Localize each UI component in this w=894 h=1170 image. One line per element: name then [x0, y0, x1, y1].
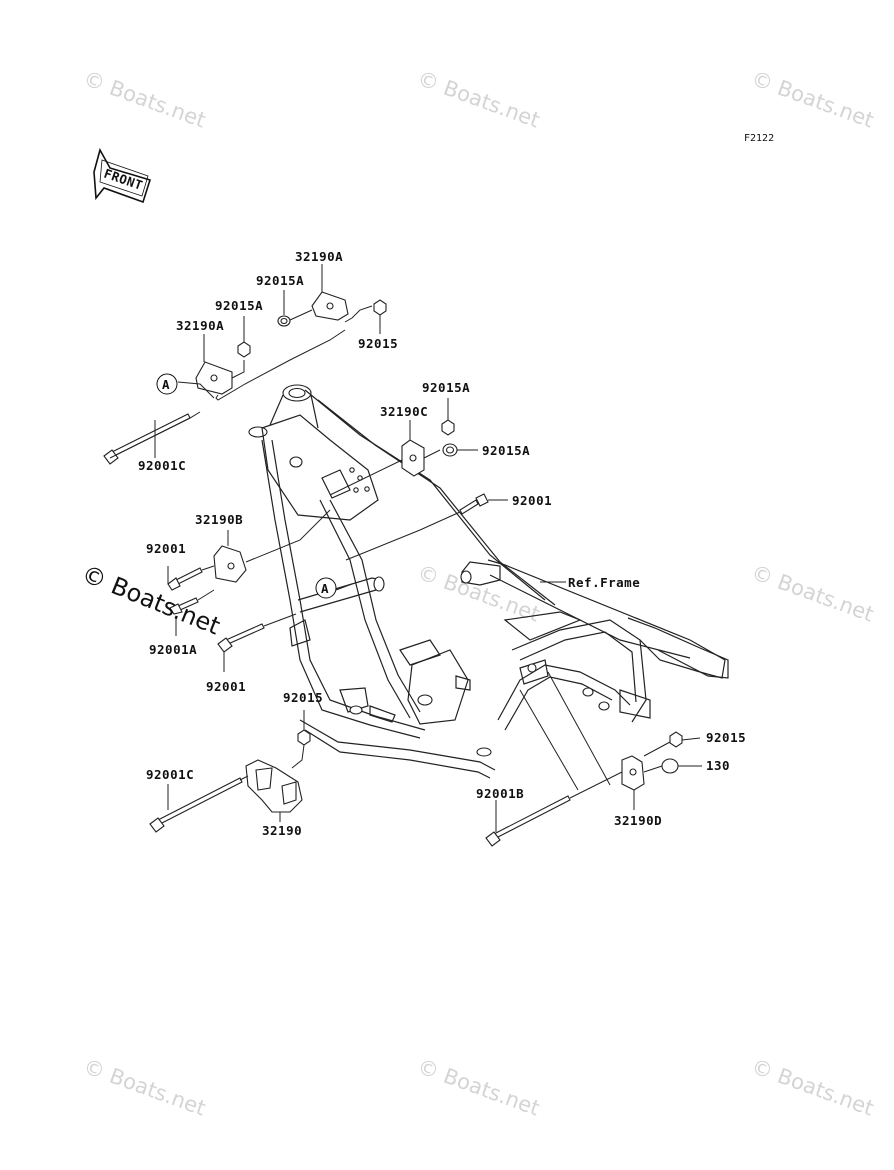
label-92001-left: 92001 — [146, 541, 186, 556]
watermark-mid-center: © Boats.net — [414, 560, 543, 626]
nut-92015-bottom — [297, 729, 311, 746]
label-32190a-top: 32190A — [295, 249, 343, 264]
watermark-top-right: © Boats.net — [748, 66, 877, 132]
front-arrow-icon: FRONT — [93, 147, 152, 204]
bracket-32190d — [621, 755, 645, 791]
bolt-92001-bottom — [217, 623, 265, 653]
label-32190c: 32190C — [380, 404, 428, 419]
label-92015-top: 92015 — [358, 336, 398, 351]
watermark-top-left: © Boats.net — [80, 66, 209, 132]
label-92015a-mid: 92015A — [215, 298, 263, 313]
watermark-bottom-center: © Boats.net — [414, 1054, 543, 1120]
label-92001-bottom: 92001 — [206, 679, 246, 694]
watermark-mid-right: © Boats.net — [748, 560, 877, 626]
cap-130 — [661, 758, 679, 774]
nut-92015-bottom-right — [669, 731, 683, 748]
bolt-92001a — [169, 597, 199, 615]
label-32190d: 32190D — [614, 813, 662, 828]
label-130: 130 — [706, 758, 730, 773]
nut-92015a-top — [277, 315, 291, 327]
label-92015a-top: 92015A — [256, 273, 304, 288]
label-32190a-left: 32190A — [176, 318, 224, 333]
label-92015a-r2: 92015A — [482, 443, 530, 458]
diagram-code: F2122 — [744, 133, 774, 144]
label-92001c-bottom: 92001C — [146, 767, 194, 782]
label-92015a-r1: 92015A — [422, 380, 470, 395]
callout-a-middle: A — [315, 577, 337, 599]
label-92015-bottom-right: 92015 — [706, 730, 746, 745]
nut-92015-top — [373, 299, 387, 316]
bolt-92001-left — [167, 567, 203, 591]
label-ref-frame: Ref.Frame — [568, 575, 640, 590]
callout-a-top: A — [156, 373, 178, 395]
nut-92015a-mid — [237, 341, 251, 358]
watermarks: © Boats.net © Boats.net © Boats.net © Bo… — [80, 66, 877, 1120]
bracket-32190a-left — [195, 361, 233, 395]
nut-92015a-r1 — [441, 419, 455, 436]
label-92001c-top: 92001C — [138, 458, 186, 473]
label-92001b: 92001B — [476, 786, 524, 801]
bolt-92001-right — [459, 493, 489, 515]
frame-assembly — [248, 384, 729, 779]
label-92001a: 92001A — [149, 642, 197, 657]
leader-lines — [109, 264, 702, 832]
bolt-92001c-bottom — [149, 777, 243, 833]
callout-a-top-label: A — [162, 377, 170, 392]
watermark-bottom-right: © Boats.net — [748, 1054, 877, 1120]
label-32190: 32190 — [262, 823, 302, 838]
label-92001-right: 92001 — [512, 493, 552, 508]
callout-a-middle-label: A — [321, 581, 329, 596]
nut-92015a-r2 — [442, 443, 458, 457]
watermark-bottom-left: © Boats.net — [80, 1054, 209, 1120]
bracket-32190 — [245, 759, 303, 813]
label-32190b: 32190B — [195, 512, 243, 527]
bolt-92001b — [485, 795, 571, 847]
bracket-32190b — [213, 545, 247, 583]
label-92015-bottom: 92015 — [283, 690, 323, 705]
watermark-top-center: © Boats.net — [414, 66, 543, 132]
bracket-32190a-top — [311, 291, 349, 321]
bracket-32190c — [401, 439, 425, 477]
part-labels: 32190A 92015A 92015A 32190A 92015 92001C… — [138, 249, 746, 838]
